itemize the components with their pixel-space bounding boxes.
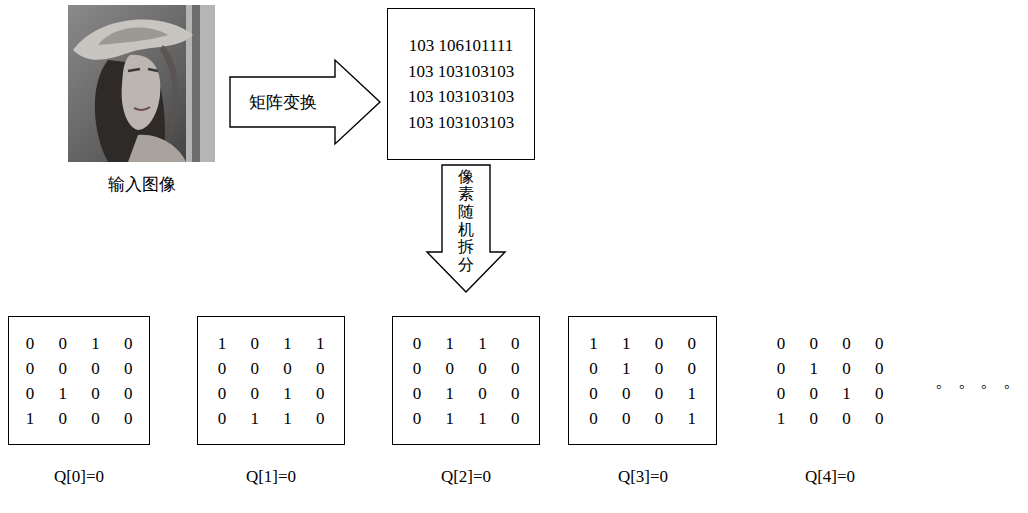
arrow-label: 像素随机拆分 bbox=[458, 168, 474, 274]
bit-plane-box: 1 0 1 10 0 0 00 0 1 00 1 1 0 bbox=[197, 316, 345, 445]
bit-row: 0 1 0 0 bbox=[9, 381, 149, 406]
bit-row: 0 1 0 0 bbox=[569, 356, 716, 381]
photo-hat-crown bbox=[98, 28, 168, 45]
bit-plane-box: 1 1 0 00 1 0 00 0 0 10 0 0 1 bbox=[568, 316, 717, 445]
matrix-row: 103 103103103 bbox=[388, 110, 534, 136]
photo-ground bbox=[68, 5, 215, 162]
block-arrow bbox=[427, 165, 505, 292]
bit-row: 0 0 1 0 bbox=[9, 331, 149, 356]
lena-photo bbox=[68, 5, 215, 162]
plane-label: Q[4]=0 bbox=[805, 464, 855, 489]
bit-row: 1 0 1 1 bbox=[198, 331, 344, 356]
bit-row: 0 0 1 0 bbox=[777, 381, 884, 406]
bit-row: 0 0 0 0 bbox=[777, 331, 884, 356]
ellipsis-mark: 。 。 。 。 bbox=[935, 369, 1021, 394]
bit-row: 0 1 1 0 bbox=[393, 406, 539, 431]
bit-row: 1 0 0 0 bbox=[777, 406, 884, 431]
bit-row: 0 0 0 0 bbox=[9, 356, 149, 381]
plane-label: Q[3]=0 bbox=[618, 464, 668, 489]
photo-wall bbox=[186, 5, 215, 162]
block-arrow bbox=[230, 60, 380, 144]
bit-row: 0 1 1 0 bbox=[198, 406, 344, 431]
bit-row: 0 0 1 0 bbox=[198, 381, 344, 406]
photo-face bbox=[122, 55, 161, 130]
bit-row: 0 1 0 0 bbox=[393, 381, 539, 406]
image-caption: 输入图像 bbox=[68, 173, 215, 196]
matrix-row: 103 106101111 bbox=[388, 33, 534, 59]
photo-shoulder bbox=[128, 135, 186, 162]
photo-feather bbox=[160, 45, 178, 145]
bit-row: 1 0 0 0 bbox=[9, 406, 149, 431]
bit-row: 1 1 0 0 bbox=[569, 331, 716, 356]
bit-plane-box: 0 0 1 00 0 0 00 1 0 01 0 0 0 bbox=[8, 316, 150, 445]
bit-plane-box: 0 1 1 00 0 0 00 1 0 00 1 1 0 bbox=[392, 316, 540, 445]
matrix-row: 103 103103103 bbox=[388, 59, 534, 85]
plane-label: Q[1]=0 bbox=[246, 464, 296, 489]
matrix-row: 103 103103103 bbox=[388, 84, 534, 110]
bit-row: 0 0 0 0 bbox=[393, 356, 539, 381]
photo-frame bbox=[192, 5, 200, 162]
photo-hat bbox=[73, 19, 193, 59]
bit-row: 0 0 0 0 bbox=[198, 356, 344, 381]
photo-eyes bbox=[128, 69, 158, 71]
bit-row: 0 1 1 0 bbox=[393, 331, 539, 356]
bit-row: 0 1 0 0 bbox=[777, 356, 884, 381]
bit-row: 0 0 0 1 bbox=[569, 406, 716, 431]
plane-label: Q[2]=0 bbox=[441, 464, 491, 489]
bit-row: 0 0 0 1 bbox=[569, 381, 716, 406]
plane-label: Q[0]=0 bbox=[54, 464, 104, 489]
photo-mouth bbox=[134, 107, 150, 110]
input-image: 输入图像 bbox=[68, 5, 215, 197]
arrow-label: 矩阵变换 bbox=[249, 91, 317, 114]
pixel-matrix-box: 103 106101111103 103103103103 1031031031… bbox=[387, 8, 535, 160]
